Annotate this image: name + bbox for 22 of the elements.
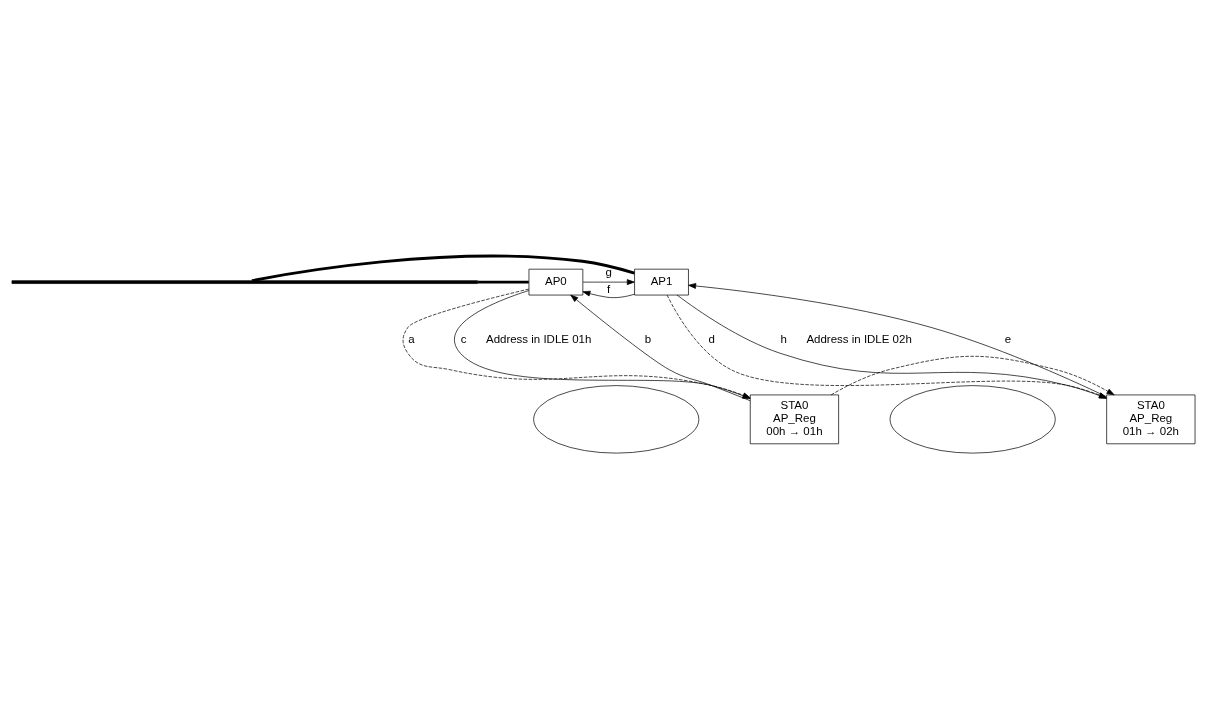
edge-label: d [708,332,716,345]
connector [477,280,529,284]
node-box: STA0 AP_Reg 01h → 02h [1106,394,1196,444]
connector [251,254,635,282]
edge-label: b [644,332,652,345]
arrow [830,355,1115,395]
node-box: STA0 AP_Reg 00h → 01h [749,394,839,444]
label: Address in IDLE 02h [806,332,912,345]
arrow [582,290,635,298]
edge-label: a [408,332,415,345]
edge-label: c [460,332,467,345]
label: Address in IDLE 01h [485,332,592,345]
node-ellipse [533,384,700,453]
edge-label: g [605,265,612,278]
edge-label: f [607,282,611,295]
node-box: AP1 [634,268,689,295]
node-ellipse [889,384,1056,453]
edge-label: h [780,332,787,345]
node-bar [11,279,478,284]
edge-label: e [1004,332,1012,345]
arrow [582,278,635,285]
node-box: AP0 [528,268,584,295]
